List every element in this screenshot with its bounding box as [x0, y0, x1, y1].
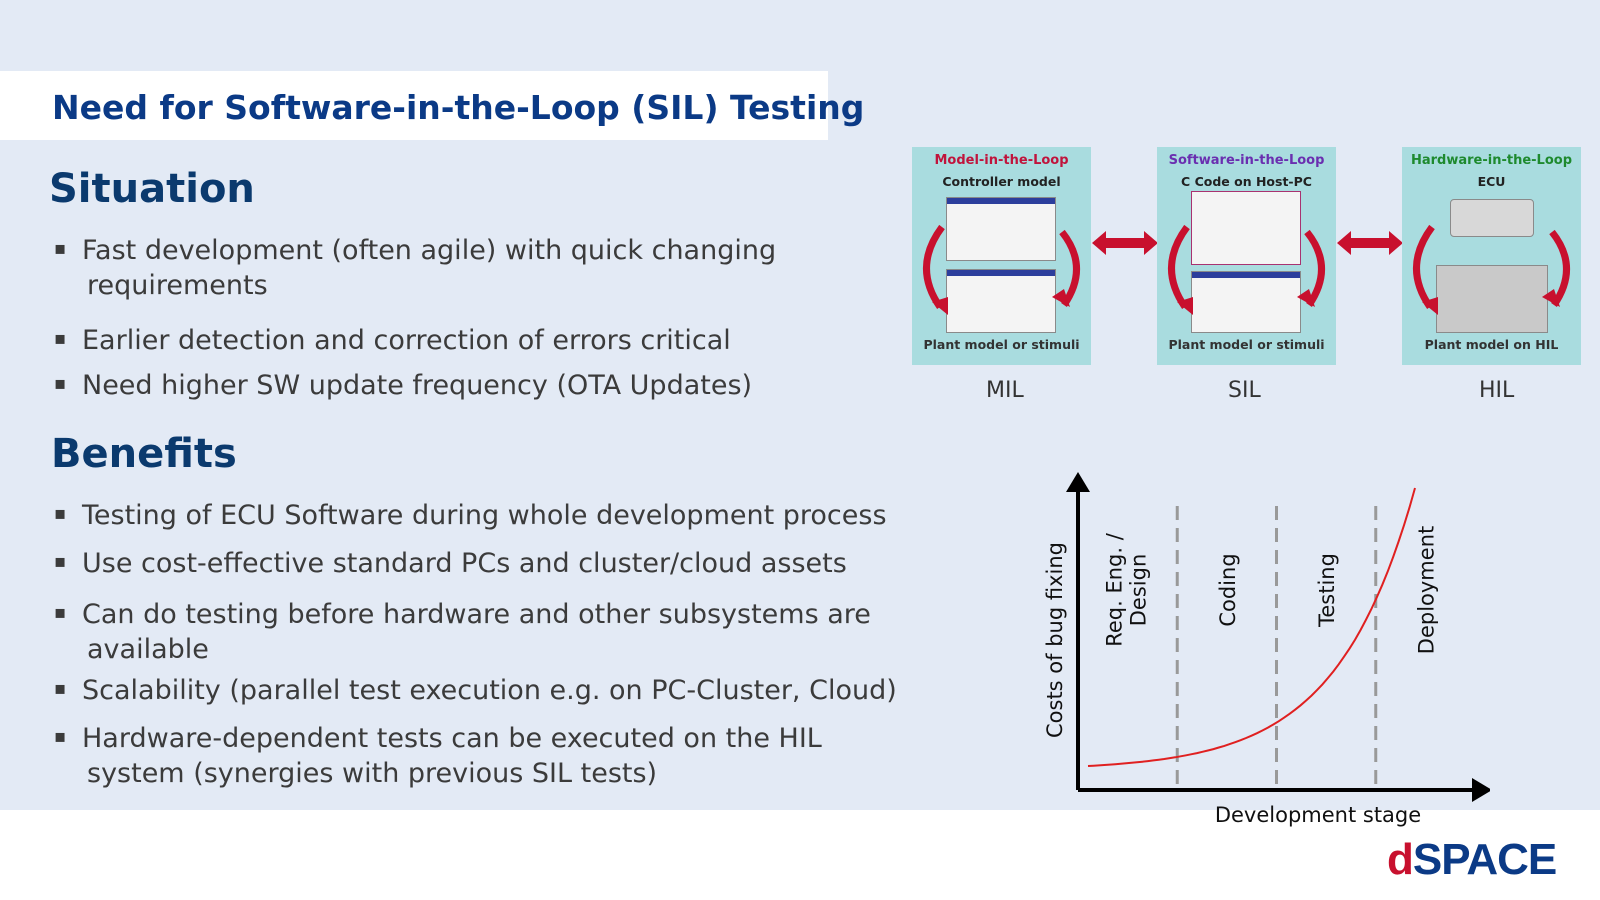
controller-model-screen-icon	[946, 197, 1056, 261]
bullet-text: Earlier detection and correction of erro…	[82, 325, 731, 356]
stage-label: Testing	[1315, 553, 1339, 628]
double-arrow-icon	[1337, 231, 1403, 255]
ecu-hardware-icon	[1450, 199, 1534, 237]
hil-footer: Plant model on HIL	[1424, 337, 1559, 352]
c-code-screen-icon	[1191, 191, 1301, 265]
cost-chart: Req. Eng. /Design Coding Testing Deployment…	[1043, 472, 1490, 827]
benefits-heading: Benefits	[51, 431, 237, 477]
bullet-text: Can do testing before hardware and other…	[82, 599, 871, 630]
bullet-icon: ▪	[54, 602, 67, 623]
hil-panel: Hardware-in-the-Loop ECU Plant model on …	[1402, 147, 1581, 365]
bullet-text: Fast development (often agile) with quic…	[82, 235, 777, 266]
mil-title: Model-in-the-Loop	[934, 153, 1069, 168]
bullet-text: Use cost-effective standard PCs and clus…	[82, 548, 847, 579]
x-axis-arrow-icon	[1472, 778, 1490, 802]
hil-label: HIL	[1479, 378, 1515, 403]
dspace-logo: dSPACE	[1387, 835, 1557, 884]
loop-arrows-icon	[1413, 224, 1570, 315]
stage-label: Deployment	[1414, 526, 1438, 654]
sil-title: Software-in-the-Loop	[1168, 153, 1325, 168]
mil-subtitle: Controller model	[942, 174, 1061, 189]
loop-arrows-icon	[1168, 224, 1325, 315]
sil-panel: Software-in-the-Loop C Code on Host-PC P…	[1157, 147, 1336, 365]
double-arrow-icon	[1092, 231, 1158, 255]
title-box	[0, 71, 828, 140]
bullet-text-continued: available	[87, 634, 209, 665]
bullet-text: Need higher SW update frequency (OTA Upd…	[82, 370, 753, 401]
bullet-icon: ▪	[54, 503, 67, 524]
hil-simulator-icon	[1436, 265, 1548, 333]
x-axis-label: Development stage	[1215, 803, 1421, 827]
stage-label: Req. Eng. /Design	[1103, 532, 1151, 647]
bullet-icon: ▪	[54, 328, 67, 349]
hil-subtitle: ECU	[1477, 174, 1506, 189]
situation-heading: Situation	[49, 166, 255, 212]
bullet-icon: ▪	[54, 373, 67, 394]
sil-subtitle: C Code on Host-PC	[1181, 174, 1312, 189]
bullet-text-continued: system (synergies with previous SIL test…	[87, 758, 658, 789]
bullet-text: Testing of ECU Software during whole dev…	[82, 500, 887, 531]
hil-title: Hardware-in-the-Loop	[1410, 153, 1572, 168]
sil-label: SIL	[1228, 378, 1261, 403]
bullet-icon: ▪	[54, 551, 67, 572]
sil-footer: Plant model or stimuli	[1168, 337, 1325, 352]
mil-footer: Plant model or stimuli	[923, 337, 1080, 352]
bullet-icon: ▪	[54, 238, 67, 259]
mil-panel: Model-in-the-Loop Controller model Plant…	[912, 147, 1091, 365]
bullet-icon: ▪	[54, 678, 67, 699]
y-axis-label: Costs of bug fixing	[1043, 542, 1067, 738]
loop-arrows-icon	[923, 224, 1080, 315]
stage-label: Coding	[1216, 553, 1240, 626]
bullet-text-continued: requirements	[87, 270, 268, 301]
bullet-text: Scalability (parallel test execution e.g…	[82, 675, 897, 706]
y-axis-arrow-icon	[1066, 472, 1090, 492]
page-title: Need for Software-in-the-Loop (SIL) Test…	[52, 88, 865, 127]
plant-model-screen-icon	[1191, 271, 1301, 333]
mil-label: MIL	[986, 378, 1024, 403]
plant-model-screen-icon	[946, 269, 1056, 333]
bullet-text: Hardware-dependent tests can be executed…	[82, 723, 822, 754]
bullet-icon: ▪	[54, 726, 67, 747]
cost-curve	[1087, 487, 1416, 767]
